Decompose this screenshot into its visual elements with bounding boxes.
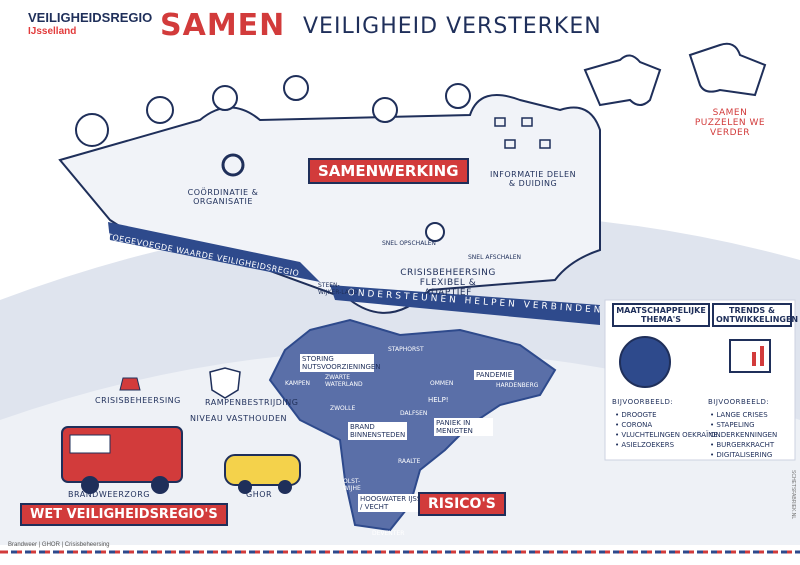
trends-list: LANGE CRISES STAPELING ONDERKENNINGEN BU… — [710, 410, 800, 460]
footer-text: Brandweer | GHOR | Crisisbeheersing — [8, 542, 110, 548]
place-ommen: OMMEN — [430, 380, 454, 387]
title-strong: SAMEN — [160, 8, 286, 43]
title-rest: VEILIGHEID VERSTERKEN — [303, 14, 602, 39]
place-raalte: RAALTE — [398, 458, 421, 465]
small-puzzle-2 — [688, 42, 767, 97]
place-staphorst: STAPHORST — [388, 346, 424, 353]
informatie-label: INFORMATIE DELEN & DUIDING — [489, 170, 577, 188]
crisisbeheersing-label: CRISISBEHEERSING — [95, 396, 181, 405]
list-item: CORONA — [615, 420, 718, 430]
place-olstwijhe: OLST-WIJHE — [343, 478, 361, 492]
gear-icon — [221, 153, 245, 177]
risk-storing: STORING NUTSVOORZIENINGEN — [300, 354, 381, 372]
samenwerking-label: SAMENWERKING — [308, 158, 469, 184]
list-item: LANGE CRISES — [710, 410, 800, 420]
risicos-label: RISICO'S — [418, 492, 506, 516]
flowchart-icon — [494, 117, 551, 149]
globe-illustration — [619, 336, 671, 388]
place-zwartewaterland: ZWARTE WATERLAND — [325, 374, 363, 388]
crisis-label: CRISISBEHEERSING FLEXIBEL & ADAPTIEF — [400, 268, 496, 298]
risk-help: HELP! — [428, 396, 449, 404]
risk-pandemie: PANDEMIE — [474, 370, 515, 380]
footer-stripe — [0, 552, 800, 565]
snel-afschalen: SNEL AFSCHALEN — [468, 254, 522, 261]
maatschappelijke-list: DROOGTE CORONA VLUCHTELINGEN OEKRAÏNE AS… — [615, 410, 718, 450]
trends-title: TRENDS & ONTWIKKELINGEN — [712, 303, 798, 327]
fire-truck-illustration — [61, 426, 183, 494]
small-puzzle-1 — [583, 54, 662, 107]
risk-paniek: PANIEK IN MENIGTEN — [434, 418, 493, 436]
place-deventer: DEVENTER — [372, 530, 405, 537]
risk-brand: BRAND BINNENSTEDEN — [348, 422, 407, 440]
coordinatie-label: COÖRDINATIE & ORGANISATIE — [187, 188, 259, 206]
tagline: SAMEN PUZZELEN WE VERDER — [694, 108, 766, 138]
logo-name: VEILIGHEIDSREGIO — [28, 10, 153, 25]
ribbon-left — [108, 222, 320, 282]
shield-icon — [209, 367, 241, 399]
credit-text: SCHETSFABRIEK.NL — [790, 470, 796, 520]
place-dalfsen: DALFSEN — [400, 410, 428, 417]
rampenbestrijding-label: RAMPENBESTRIJDING — [205, 398, 299, 407]
niveau-label: NIVEAU VASTHOUDEN — [190, 414, 288, 423]
snel-opschalen: SNEL OPSCHALEN — [382, 240, 436, 247]
siren-icon — [119, 377, 141, 391]
ribbon-right — [330, 285, 600, 325]
list-item: VLUCHTELINGEN OEKRAÏNE — [615, 430, 717, 440]
wet-label: WET VEILIGHEIDSREGIO'S — [20, 503, 228, 526]
list-item: STAPELING ONDERKENNINGEN — [710, 420, 800, 440]
place-hardenberg: HARDENBERG — [496, 382, 539, 389]
maatschappelijke-title: MAATSCHAPPELIJKE THEMA'S — [612, 303, 710, 327]
logo-subtitle: IJsselland — [28, 26, 77, 37]
place-zwolle: ZWOLLE — [330, 405, 356, 412]
maatschappelijke-sub: BIJVOORBEELD: — [612, 398, 674, 406]
place-kampen: KAMPEN — [285, 380, 311, 387]
people — [75, 75, 471, 242]
ambulance-illustration — [224, 454, 301, 494]
ghor-label: GHOR — [246, 490, 273, 499]
list-item: BURGERKRACHT — [710, 440, 800, 450]
trends-sub: BIJVOORBEELD: — [708, 398, 770, 406]
list-item: ASIELZOEKERS — [615, 440, 718, 450]
list-item: DIGITALISERING — [710, 450, 800, 460]
place-steenwijkerland: STEEN-WIJKER-LAND — [318, 282, 358, 296]
list-item: DROOGTE — [615, 410, 718, 420]
brandweerzorg-label: BRANDWEERZORG — [68, 490, 150, 499]
risk-hoogwater: HOOGWATER IJSSEL / VECHT — [358, 494, 432, 512]
